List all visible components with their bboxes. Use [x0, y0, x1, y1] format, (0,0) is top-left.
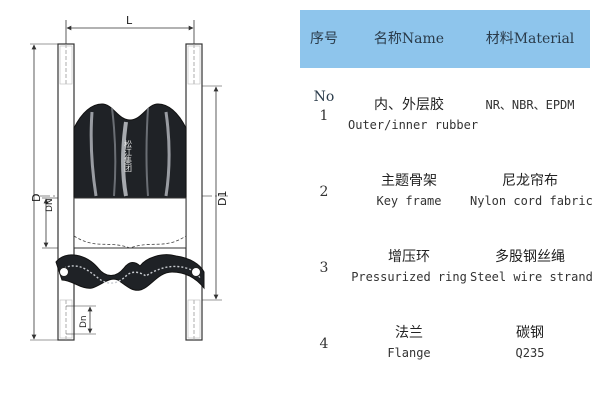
- table-row: 1 内、外层胶 Outer/inner rubber NR、NBR、EPDM: [300, 78, 590, 154]
- table-row: 2 主题骨架 Key frame 尼龙帘布 Nylon cord fabric: [300, 154, 593, 230]
- part-name-en: Flange: [387, 346, 431, 360]
- table-row: 3 增压环 Pressurized ring 多股钢丝绳 Steel wire …: [300, 230, 593, 306]
- rubber-body: [73, 103, 187, 199]
- right-flange: [185, 43, 203, 341]
- row-number: 3: [319, 260, 329, 276]
- part-name-zh: 法兰: [395, 325, 423, 341]
- material-zh: 碳钢: [516, 325, 544, 341]
- rubber-joint-diagram: 松江集团 L D DN D1 Dn: [0, 0, 295, 400]
- material-en: Steel wire strand: [470, 270, 593, 284]
- body-brand-text: 松江集团: [124, 139, 133, 173]
- part-name-en: Pressurized ring: [351, 270, 467, 284]
- dim-D-label: D: [30, 194, 43, 202]
- material-en: Nylon cord fabric: [470, 194, 593, 208]
- row-number: 1: [319, 108, 329, 124]
- part-name-en: Outer/inner rubber: [348, 118, 479, 132]
- dim-D1-label: D1: [216, 191, 229, 206]
- dim-L-label: L: [126, 14, 133, 27]
- right-pressure-ring: [191, 267, 201, 277]
- joint-drawing: 松江集团 L D DN D1 Dn: [30, 14, 229, 341]
- part-name-zh: 增压环: [388, 249, 430, 265]
- part-name-zh: 内、外层胶: [374, 97, 444, 113]
- row-number: 4: [319, 336, 329, 352]
- material-zh: 尼龙帘布: [502, 173, 558, 189]
- material-en: Q235: [515, 346, 545, 360]
- dim-DN-label: DN: [45, 198, 55, 212]
- header-material: 材料Material: [485, 31, 575, 47]
- header-name: 名称Name: [373, 31, 445, 47]
- inner-bore: [73, 197, 187, 249]
- part-name-zh: 主题骨架: [381, 173, 437, 189]
- material-zh: 多股钢丝绳: [495, 249, 565, 265]
- material-en: NR、NBR、EPDM: [485, 98, 575, 112]
- dim-Dn-label: Dn: [79, 315, 89, 328]
- part-name-en: Key frame: [376, 194, 442, 208]
- header-no: 序号No: [310, 31, 338, 105]
- left-flange: [57, 43, 75, 341]
- row-number: 2: [319, 184, 329, 200]
- table-header: 序号No 名称Name 材料Material: [300, 10, 590, 105]
- left-pressure-ring: [59, 267, 69, 277]
- materials-table: 序号No 名称Name 材料Material 1 内、外层胶 Outer/inn…: [300, 10, 593, 388]
- table-row: 4 法兰 Flange 碳钢 Q235: [300, 306, 590, 382]
